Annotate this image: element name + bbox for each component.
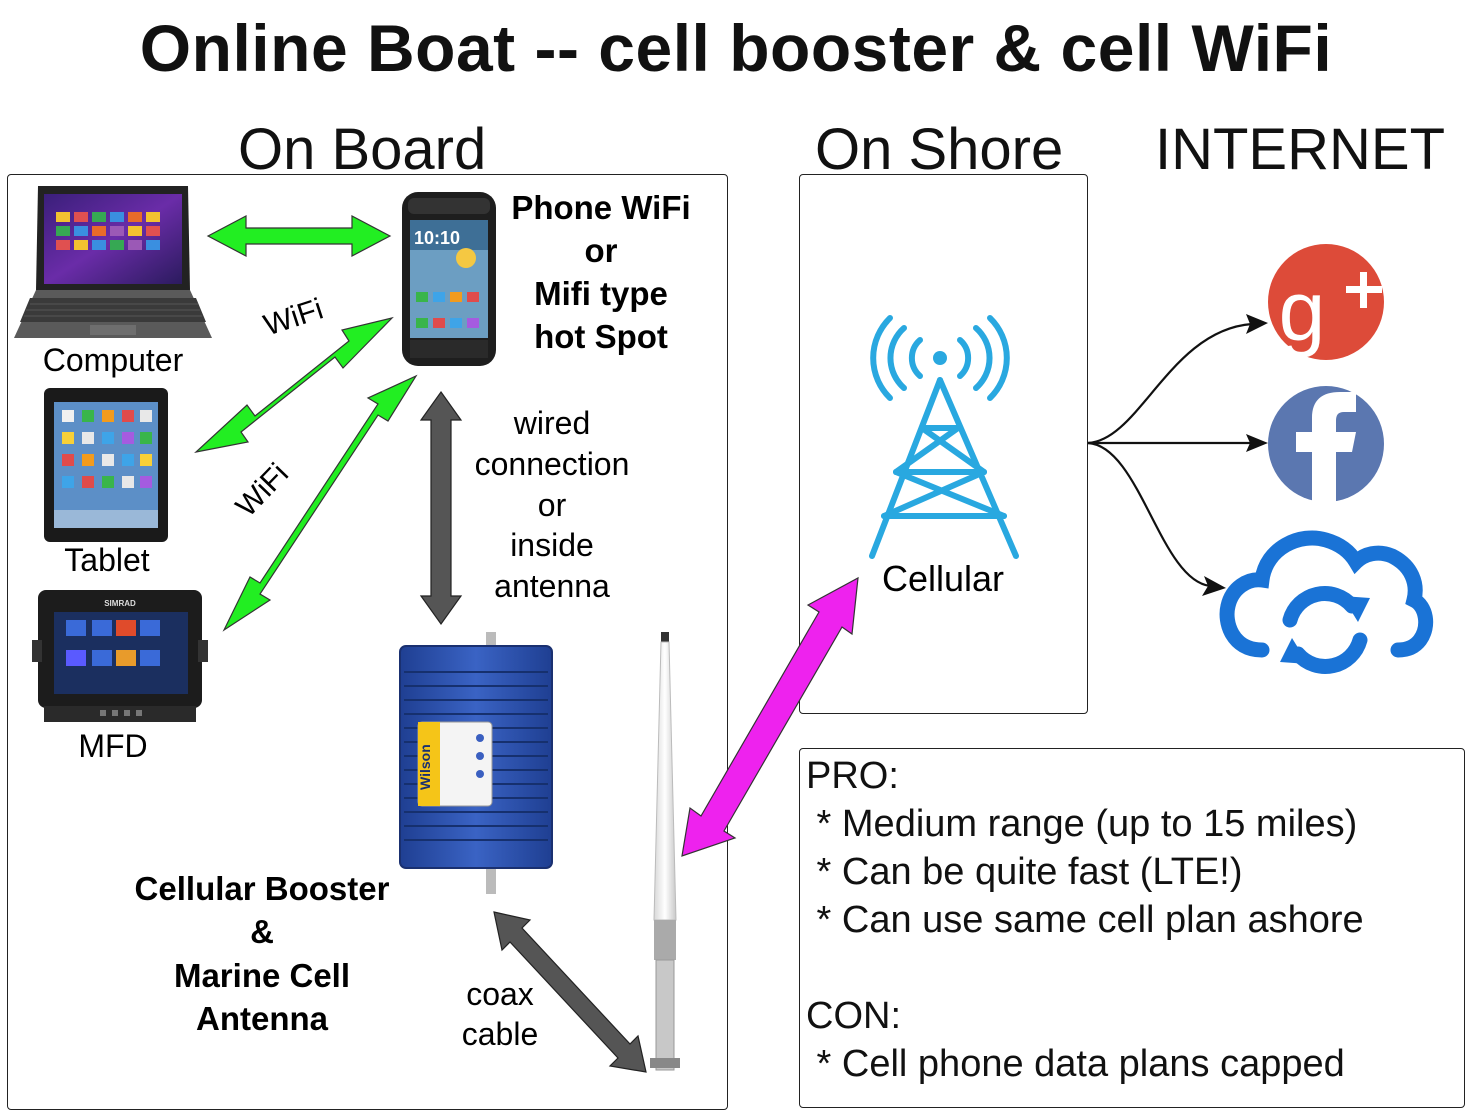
svg-text:Marine Cell: Marine Cell [174, 957, 350, 994]
mfd-icon [32, 590, 208, 722]
mfd-label: MFD [78, 728, 147, 764]
wifi-arrow-computer [206, 215, 392, 257]
page-title: Online Boat -- cell booster & cell WiFi [139, 11, 1333, 85]
wired-label: wired connection or inside antenna [475, 405, 630, 604]
pro-item: * Medium range (up to 15 miles) [806, 803, 1358, 845]
section-internet: INTERNET [1155, 117, 1445, 182]
svg-text:inside: inside [510, 527, 594, 563]
wired-connection-arrow [419, 390, 463, 626]
svg-text:or: or [538, 487, 567, 523]
svg-text:antenna: antenna [494, 568, 610, 604]
pros-cons-notes: PRO: * Medium range (up to 15 miles) * C… [806, 752, 1364, 1088]
cloud-sync-arrowheads [1280, 596, 1370, 664]
section-on-board: On Board [238, 117, 487, 182]
wifi-label-2: WiFi [230, 457, 295, 523]
con-header: CON: [806, 995, 901, 1037]
facebook-icon [1268, 386, 1384, 502]
phone-clock: 10:10 [414, 228, 460, 248]
svg-text:Phone WiFi: Phone WiFi [511, 189, 690, 226]
wifi-label-1: WiFi [260, 292, 327, 342]
svg-text:connection: connection [475, 446, 630, 482]
hotspot-label: Phone WiFi or Mifi type hot Spot [511, 189, 690, 355]
pro-item: * Can be quite fast (LTE!) [806, 851, 1243, 893]
cloud-sync-icon [1219, 530, 1434, 674]
laptop-icon [14, 186, 212, 338]
google-plus-icon: g [1268, 244, 1384, 360]
svg-text:wired: wired [513, 405, 590, 441]
wifi-arrow-mfd [222, 374, 418, 632]
smartphone-icon [402, 192, 496, 366]
tablet-icon [44, 388, 168, 542]
section-on-shore: On Shore [815, 117, 1064, 182]
booster-label: Cellular Booster & Marine Cell Antenna [135, 870, 390, 1037]
cell-tower-icon [869, 315, 1019, 559]
notes-spacer [806, 944, 1364, 992]
svg-text:cable: cable [462, 1016, 539, 1052]
svg-text:coax: coax [466, 976, 534, 1012]
con-item: * Cell phone data plans capped [806, 1043, 1345, 1085]
pro-header: PRO: [806, 755, 899, 797]
booster-brand: Wilson [417, 744, 433, 790]
internet-arrowheads [1202, 314, 1268, 596]
marine-antenna-icon [650, 632, 680, 1071]
svg-text:Cellular Booster: Cellular Booster [135, 870, 390, 907]
cellular-label: Cellular [882, 558, 1004, 599]
cell-booster-icon [399, 632, 553, 894]
wifi-arrow-tablet [194, 316, 394, 453]
pro-item: * Can use same cell plan ashore [806, 899, 1364, 941]
computer-label: Computer [43, 342, 184, 378]
tower-signal-dot [933, 351, 947, 365]
tablet-label: Tablet [64, 542, 150, 578]
cellular-link-arrow [681, 576, 859, 857]
internet-branch-arrows [1087, 322, 1253, 588]
svg-text:&: & [250, 913, 274, 950]
mfd-brand: SIMRAD [104, 599, 136, 608]
svg-text:g: g [1279, 264, 1326, 358]
coax-cable-arrow [493, 911, 647, 1073]
coax-label: coax cable [462, 976, 539, 1052]
svg-text:Mifi type: Mifi type [534, 275, 668, 312]
svg-text:Antenna: Antenna [196, 1000, 329, 1037]
pros-cons-panel [799, 748, 1465, 1108]
svg-text:hot Spot: hot Spot [534, 318, 668, 355]
svg-text:or: or [585, 232, 618, 269]
